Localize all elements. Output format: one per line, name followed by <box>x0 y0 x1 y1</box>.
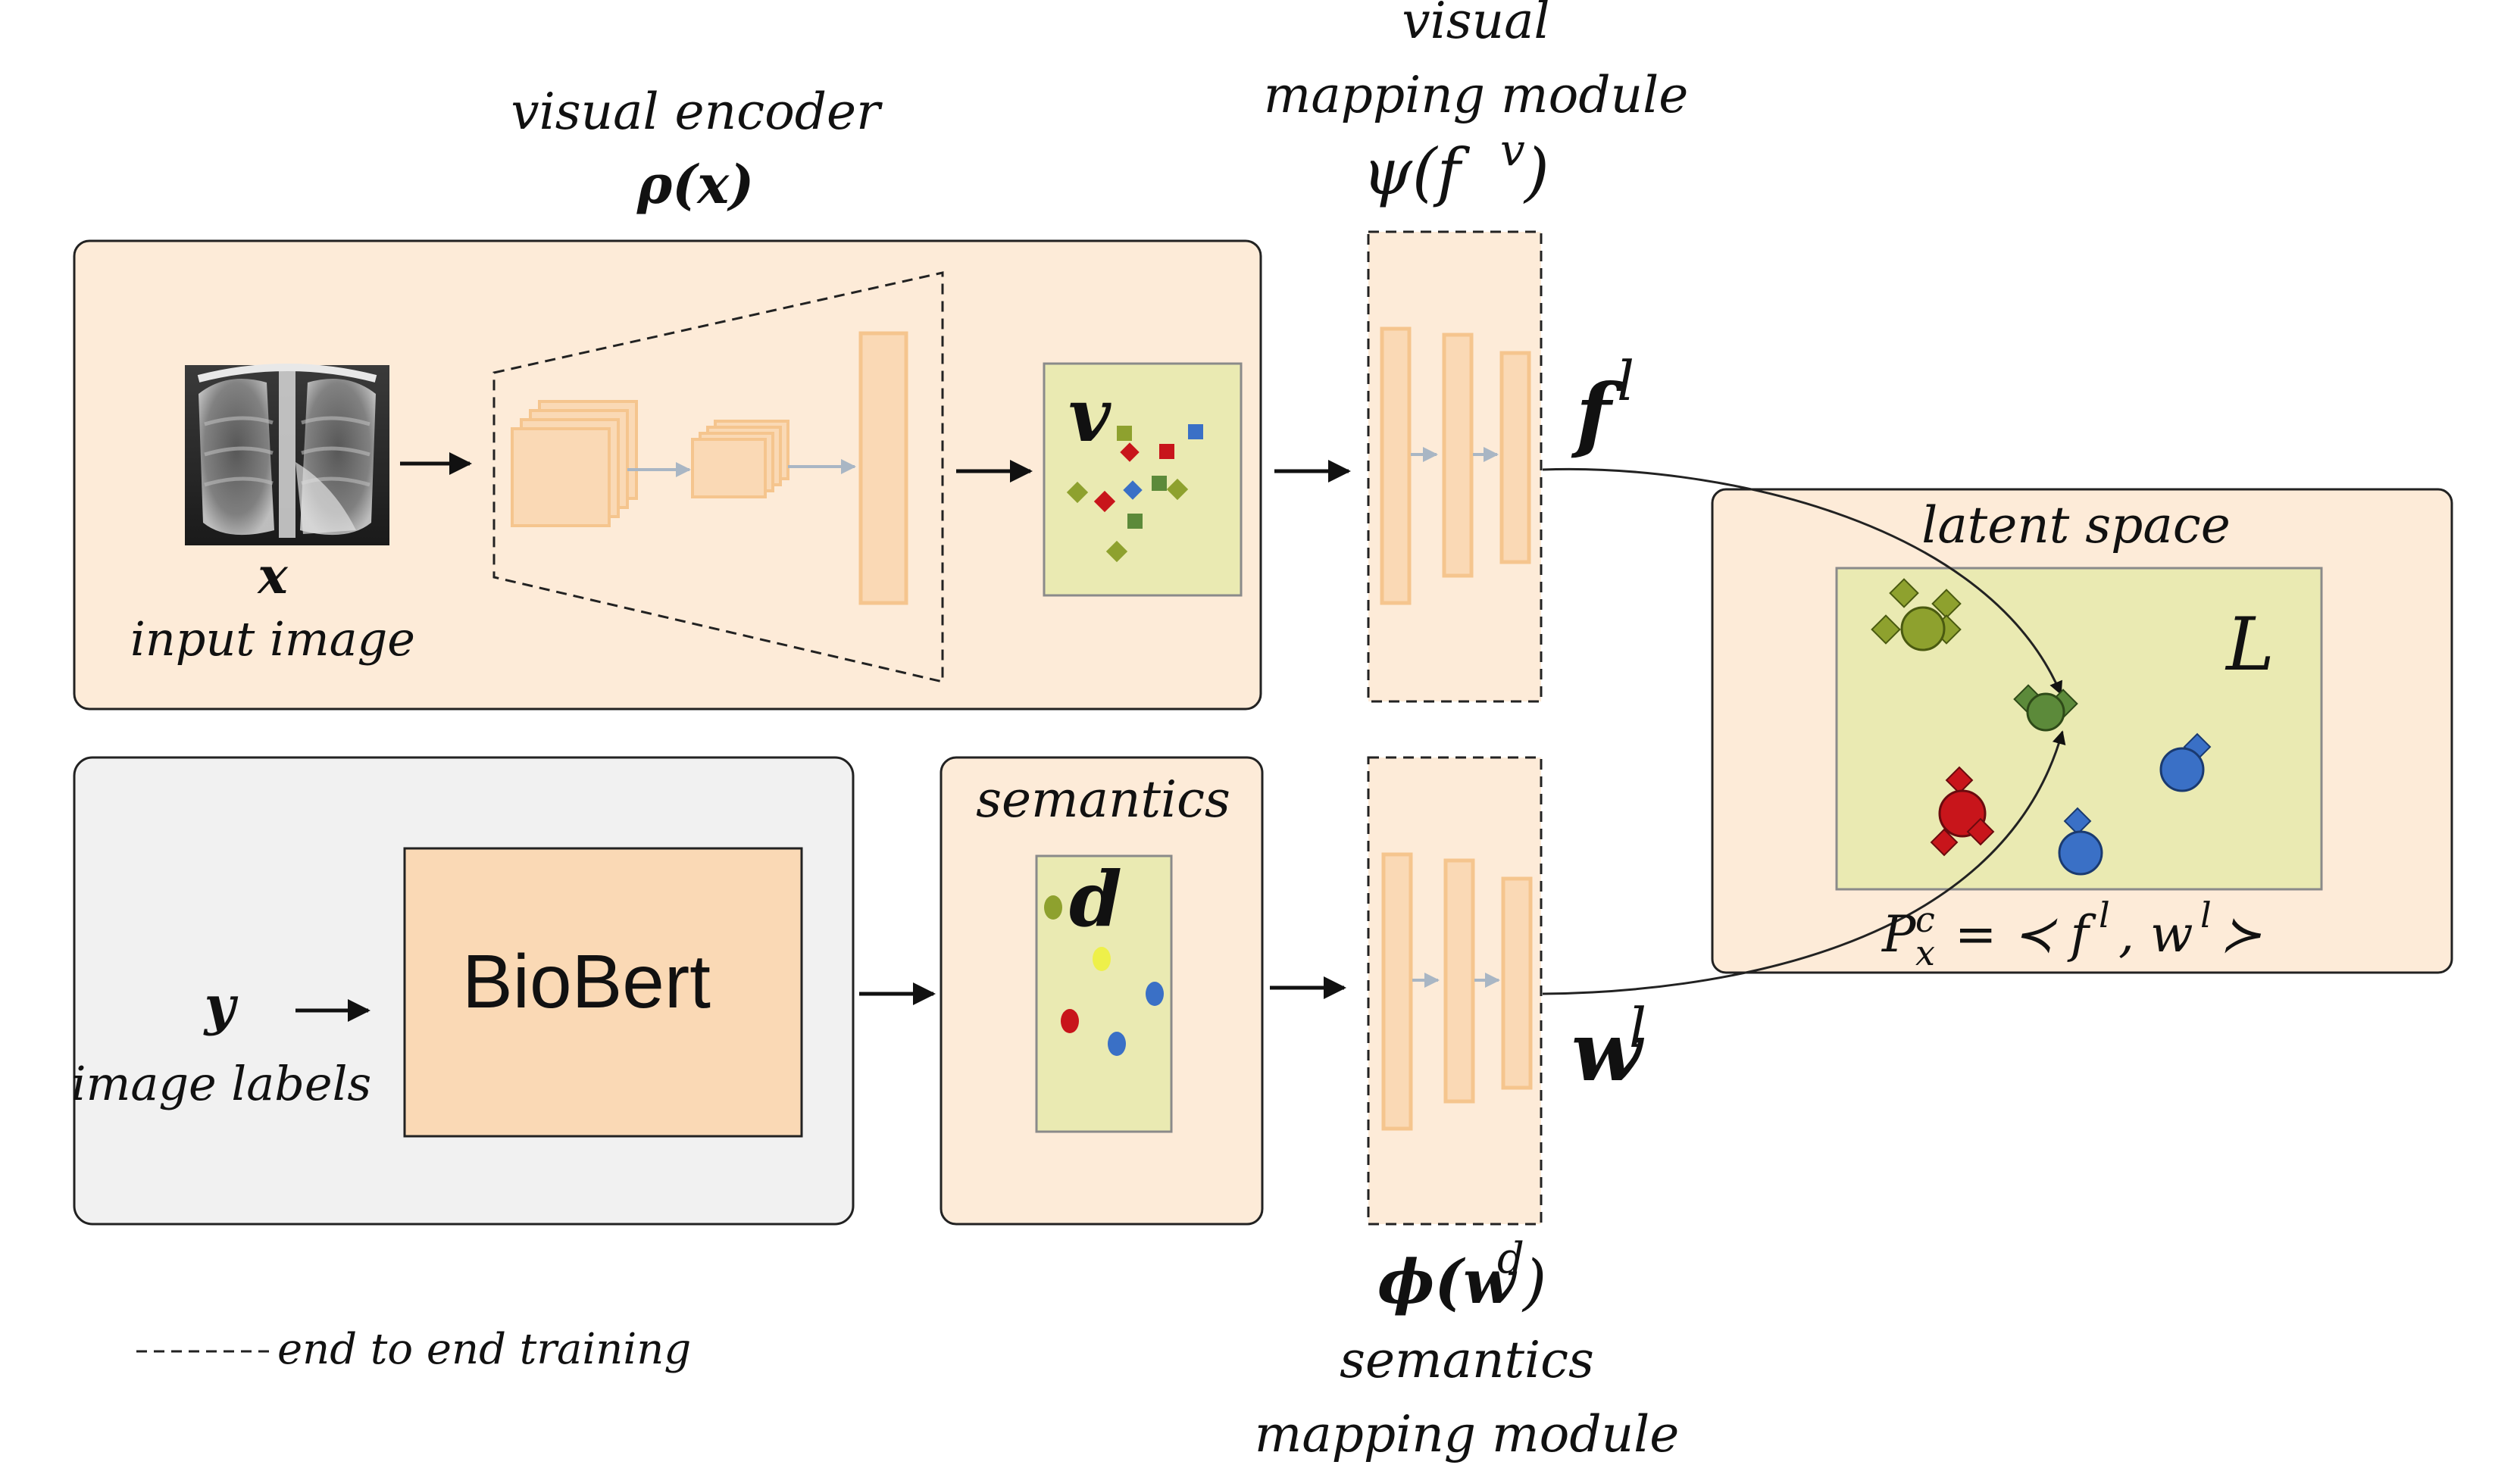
embedding-v-label: v <box>1068 373 1111 458</box>
svg-text:ϕ(w: ϕ(w <box>1377 1246 1518 1317</box>
svg-text:l: l <box>1617 349 1634 413</box>
curve-semantic-to-latent <box>1542 730 2066 995</box>
semantics-mapping-title-2: mapping module <box>1255 1405 1680 1463</box>
svg-text:): ) <box>1521 1247 1546 1317</box>
image-labels-caption: image labels <box>71 1056 372 1111</box>
chest-xray-image <box>185 364 389 545</box>
svg-text:v: v <box>1500 124 1525 176</box>
semantics-mapping-layer-2 <box>1443 858 1475 1104</box>
visual-mapping-layer-3 <box>1499 351 1531 564</box>
svg-text:l: l <box>1629 996 1646 1060</box>
legend-text: end to end training <box>277 1325 691 1374</box>
svg-text:≻: ≻ <box>2220 905 2262 964</box>
visual-embedding-box <box>1043 362 1243 597</box>
semantics-mapping-title-1: semantics <box>1340 1331 1594 1389</box>
latent-cluster-blue-1 <box>2058 807 2103 876</box>
latent-cluster-olive <box>1871 578 1962 651</box>
input-image-caption: input image <box>130 611 415 667</box>
curve-visual-to-latent <box>1542 467 2062 695</box>
svg-text:ψ(f: ψ(f <box>1362 135 1471 209</box>
visual-mapping-layer-1 <box>1380 326 1412 605</box>
svg-text:= ≺ f: = ≺ f <box>1955 905 2097 964</box>
visual-encoder-title: visual encoder <box>511 83 883 141</box>
visual-encoder-panel <box>73 239 1262 711</box>
svg-text:l: l <box>2200 895 2212 935</box>
svg-text:d: d <box>1497 1234 1524 1283</box>
feature-maps-small <box>691 420 789 498</box>
svg-text:x: x <box>1915 932 1935 973</box>
latent-symbol-L: L <box>2225 602 2275 687</box>
visual-mapping-layer-2 <box>1442 333 1474 578</box>
latent-cluster-blue-2 <box>2159 732 2212 792</box>
label-variable: y <box>203 974 239 1037</box>
biobert-label: BioBert <box>462 939 711 1024</box>
svg-text:, w: , w <box>2118 905 2193 964</box>
semantics-mapping-function: ϕ(w d ) <box>1377 1234 1546 1317</box>
visual-mapping-title-2: mapping module <box>1264 66 1689 124</box>
probability-formula: P c x = ≺ f l , w l ≻ <box>1881 895 2262 973</box>
encoder-trapezoid <box>492 271 944 683</box>
input-variable: x <box>256 546 288 605</box>
svg-text:P: P <box>1881 905 1917 964</box>
visual-encoder-function: ρ(x) <box>636 153 755 216</box>
visual-mapping-function: ψ(f v ) <box>1362 124 1549 209</box>
latent-cluster-dark-green <box>2013 684 2078 732</box>
visual-mapping-title-1: visual <box>1402 0 1549 50</box>
semantic-feature-w-l: w l <box>1571 996 1646 1100</box>
svg-text:): ) <box>1523 135 1549 209</box>
feature-maps-large <box>511 400 638 527</box>
semantics-title: semantics <box>976 770 1230 829</box>
latent-cluster-red <box>1930 766 1995 857</box>
semantics-d-label: d <box>1069 854 1122 944</box>
visual-feature-f-l: f l <box>1571 349 1634 462</box>
svg-text:w: w <box>1571 1004 1645 1100</box>
semantics-mapping-layer-3 <box>1501 876 1533 1090</box>
latent-space-title: latent space <box>1921 496 2231 554</box>
encoder-fc-layer <box>858 331 908 605</box>
svg-text:f: f <box>1571 367 1623 462</box>
svg-text:c: c <box>1915 899 1935 940</box>
svg-text:l: l <box>2099 895 2110 935</box>
semantics-mapping-layer-1 <box>1381 852 1413 1131</box>
semantics-points <box>1044 895 1164 1056</box>
biobert-model <box>403 847 803 1138</box>
